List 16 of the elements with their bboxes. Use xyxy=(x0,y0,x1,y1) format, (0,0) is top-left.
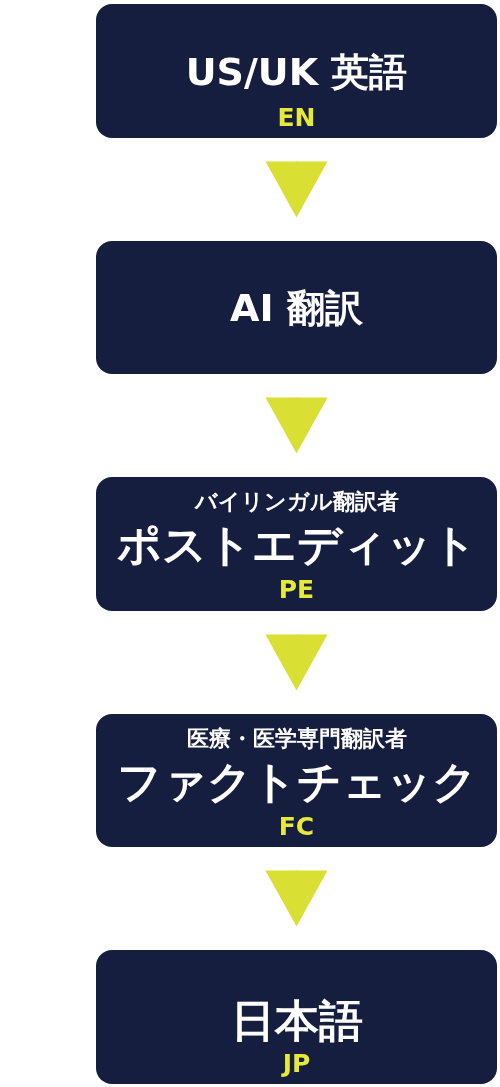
node-title: ファクトチェック xyxy=(116,756,477,808)
process-box xyxy=(96,714,497,847)
process-box xyxy=(96,477,497,611)
node-title: AI 翻訳 xyxy=(230,287,363,331)
language-code: JP xyxy=(282,1049,311,1079)
language-code: EN xyxy=(277,103,316,133)
language-code: PE xyxy=(278,575,315,605)
node-title: US/UK 英語 xyxy=(185,51,408,95)
process-box xyxy=(96,4,497,138)
process-box xyxy=(96,950,497,1084)
process-box xyxy=(96,241,497,374)
node-subtitle: バイリンガル翻訳者 xyxy=(194,489,399,515)
language-code: FC xyxy=(278,812,315,842)
node-title: 日本語 xyxy=(230,995,363,1047)
node-subtitle: 医療・医学専門翻訳者 xyxy=(186,726,407,752)
node-title: ポストエディット xyxy=(116,519,477,571)
